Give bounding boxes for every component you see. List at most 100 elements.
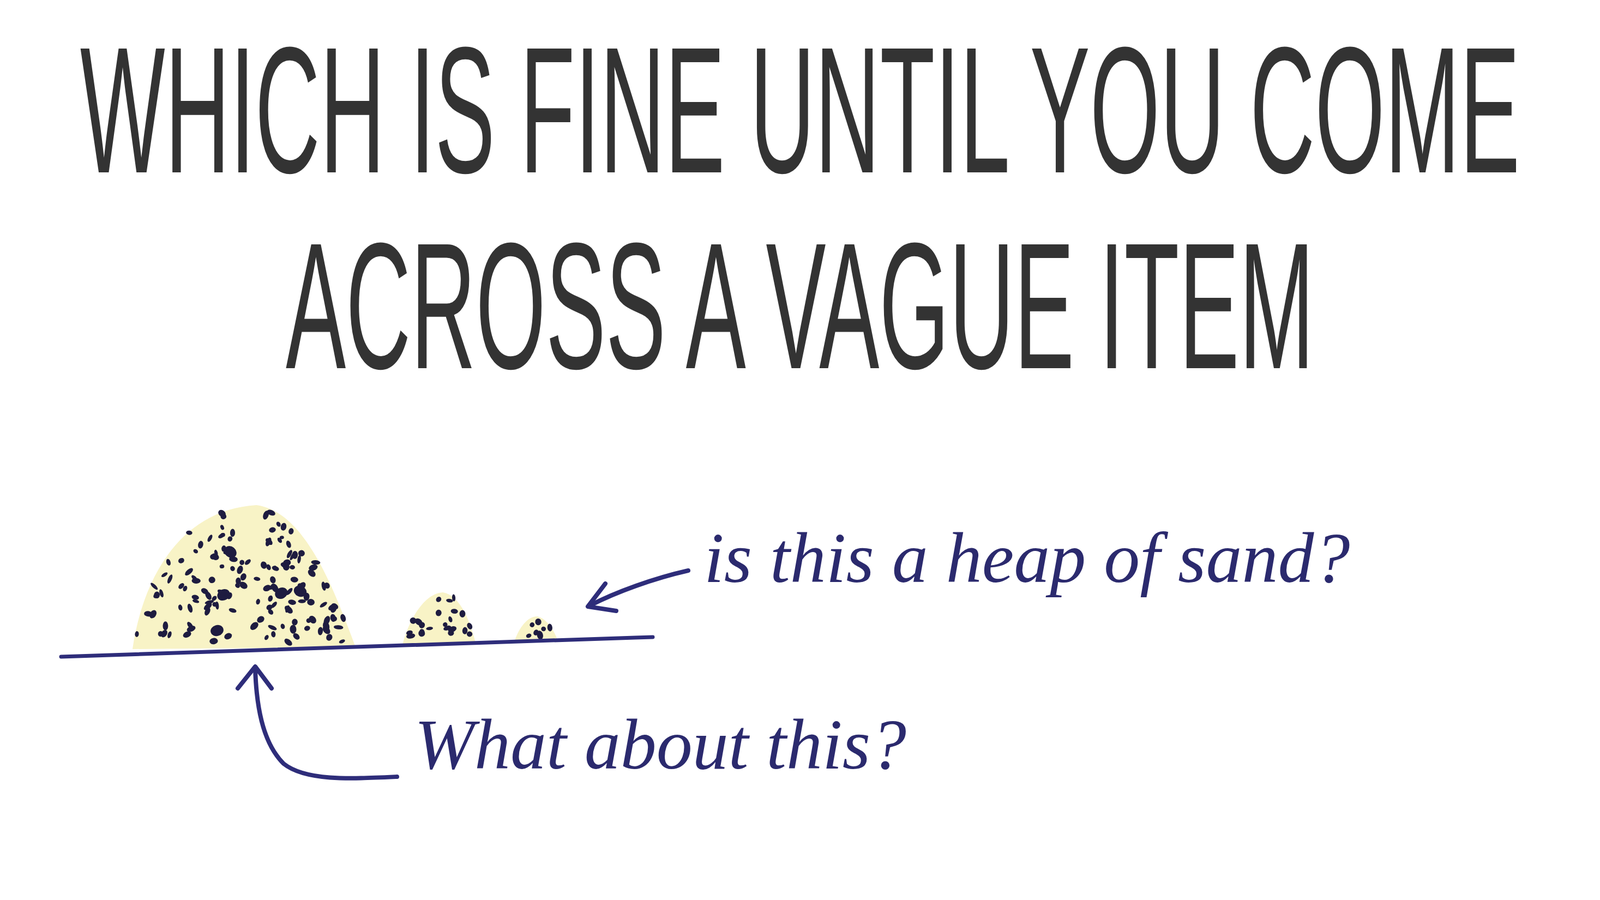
- sand-grain: [220, 513, 227, 520]
- sand-grain: [271, 564, 278, 571]
- sand-grain: [323, 581, 331, 589]
- sand-grain: [235, 577, 242, 585]
- sand-grain: [208, 576, 216, 584]
- sand-grains: [134, 508, 553, 647]
- sand-grain: [253, 576, 261, 582]
- sand-grain: [296, 580, 308, 592]
- sand-grain: [446, 598, 454, 603]
- sand-grain: [271, 564, 280, 573]
- sand-grain: [319, 600, 328, 609]
- sand-grain: [223, 631, 233, 641]
- sand-grain: [435, 595, 443, 604]
- ground-line: [61, 636, 653, 657]
- sand-grain: [306, 567, 317, 579]
- sand-grain: [279, 623, 286, 630]
- sand-grain: [217, 531, 226, 540]
- sand-grain: [186, 603, 194, 614]
- sand-grain: [263, 634, 270, 641]
- sand-grain: [211, 600, 219, 608]
- sand-grain: [447, 624, 458, 634]
- sand-grain: [534, 617, 542, 626]
- sand-grain: [329, 603, 338, 613]
- sand-grain: [546, 623, 553, 632]
- large-sand-heap: [132, 504, 356, 649]
- sand-grain: [303, 592, 311, 601]
- sand-grain: [447, 615, 454, 623]
- sand-grain: [333, 624, 344, 630]
- sand-grain: [418, 628, 426, 636]
- slide-title: WHICH IS FINE UNTIL YOU COME ACROSS A VA…: [0, 11, 1600, 404]
- sand-grain: [230, 528, 236, 538]
- sand-grain: [192, 548, 200, 555]
- sand-grain: [215, 586, 233, 603]
- sand-grain: [269, 600, 278, 609]
- arrow-head: [587, 583, 617, 611]
- sand-grain: [405, 632, 416, 640]
- sand-grain: [203, 590, 213, 601]
- sand-grain: [259, 560, 268, 570]
- sand-grain: [303, 624, 311, 632]
- sand-grain: [459, 610, 466, 618]
- sand-grain: [226, 535, 234, 543]
- small-sand-heap: [514, 616, 558, 641]
- sand-grain: [279, 535, 285, 540]
- sand-grain: [540, 626, 547, 632]
- sand-grain: [149, 581, 159, 591]
- sand-grain: [213, 549, 219, 557]
- handwritten-note: is this a heap of sand?: [704, 516, 1350, 599]
- sand-grain: [261, 509, 270, 521]
- sand-grain: [165, 558, 172, 567]
- sand-grain: [465, 621, 474, 630]
- sand-grain: [219, 563, 225, 569]
- sand-grain: [268, 575, 277, 585]
- sand-grain: [528, 621, 536, 628]
- sand-grain: [166, 573, 174, 585]
- sand-grain: [305, 617, 312, 624]
- medium-sand-heap: [402, 592, 476, 645]
- sand-grain: [185, 624, 197, 634]
- sand-grain: [339, 613, 347, 623]
- sand-grain: [216, 588, 227, 597]
- sand-grain: [229, 564, 237, 572]
- sand-grain: [435, 609, 442, 617]
- sand-grain: [298, 549, 305, 557]
- sand-grain: [272, 585, 290, 601]
- sand-grain: [267, 623, 278, 632]
- sand-grain: [322, 614, 332, 626]
- sand-grain: [134, 630, 140, 637]
- sand-grain: [211, 594, 219, 603]
- sand-grain: [291, 550, 298, 559]
- sand-grain: [267, 594, 274, 603]
- sand-grain: [310, 559, 321, 565]
- sand-grain: [325, 632, 334, 642]
- sand-grain: [202, 601, 214, 612]
- sand-grain: [289, 564, 296, 570]
- sand-grain: [152, 591, 161, 600]
- sand-grain: [239, 559, 245, 565]
- sand-grain: [191, 598, 200, 604]
- sand-grain: [209, 637, 219, 645]
- sand-grain: [329, 613, 338, 623]
- sand-grain: [160, 571, 169, 579]
- sand-grain: [291, 631, 302, 641]
- sand-grain: [283, 636, 294, 647]
- sand-grain: [147, 608, 158, 620]
- sand-grain: [209, 553, 216, 560]
- sand-grain: [466, 630, 473, 637]
- sand-grain: [338, 638, 346, 645]
- sand-grain: [206, 533, 214, 543]
- sand-grain: [166, 630, 173, 639]
- sand-grain: [177, 556, 185, 564]
- sand-grain: [291, 618, 299, 626]
- sand-grain: [271, 630, 276, 638]
- sand-grain: [177, 604, 184, 611]
- sand-grain: [185, 530, 193, 535]
- sand-grain: [248, 620, 260, 632]
- leader-arrow: [255, 668, 398, 779]
- sand-grain: [525, 632, 533, 639]
- sand-grain: [287, 598, 297, 606]
- sand-grain: [282, 562, 291, 571]
- sand-grain: [197, 540, 204, 550]
- sand-grain: [283, 604, 294, 616]
- sand-grain: [450, 608, 459, 615]
